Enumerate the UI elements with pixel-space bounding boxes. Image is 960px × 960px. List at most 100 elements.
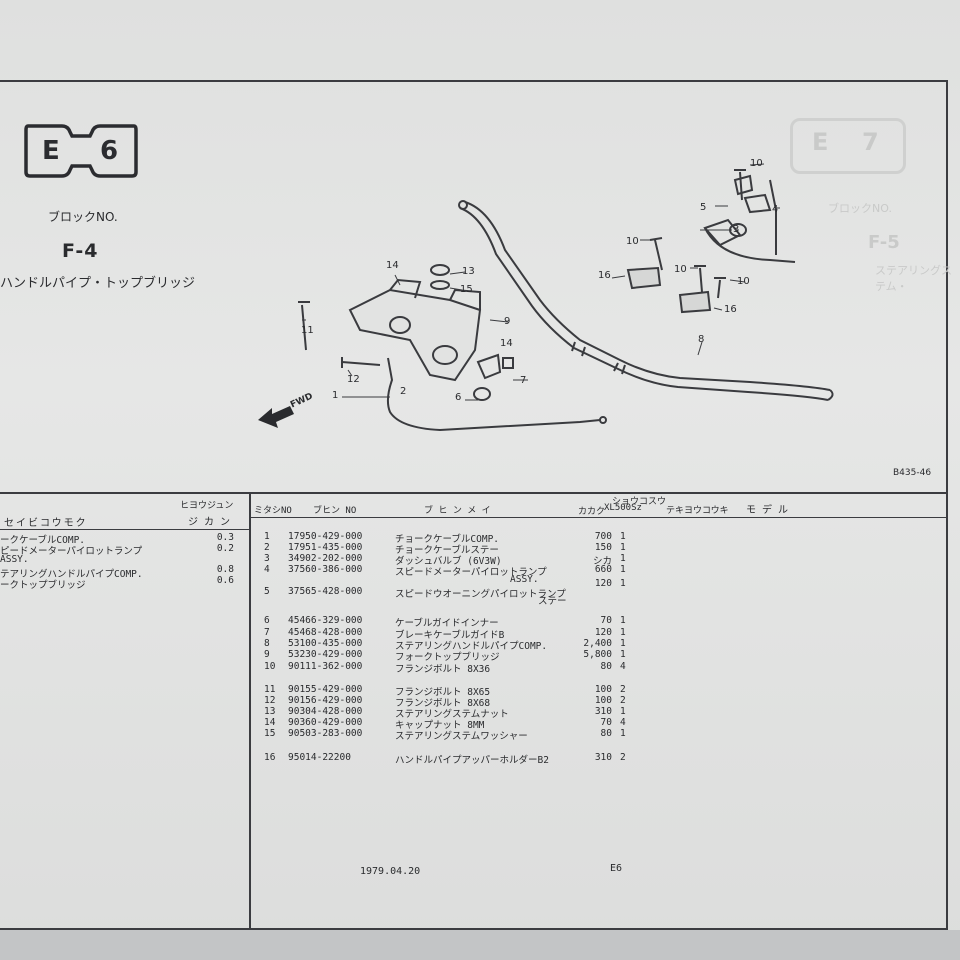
- callout-2: 2: [400, 386, 407, 397]
- callout-13: 13: [462, 266, 475, 277]
- callout-11: 11: [301, 325, 314, 336]
- row-part-no: 53100-435-000: [288, 638, 363, 649]
- row-part-no: 17951-435-000: [288, 542, 363, 553]
- row-name: スピードメーターパイロットランプ: [395, 567, 547, 578]
- row-name: ステアリングステムワッシャー: [395, 731, 528, 742]
- callout-3: 3: [733, 224, 740, 235]
- handlebar-diagram-icon: [258, 163, 834, 432]
- row-price: 80: [600, 661, 612, 672]
- row-name: ダッシュバルブ (6V3W): [395, 556, 502, 567]
- row-price: 310: [594, 706, 612, 717]
- row-price: 120: [594, 578, 612, 589]
- block-title: ハンドルパイプ・トップブリッジ: [0, 276, 196, 291]
- row-name: ASSY.: [510, 574, 539, 585]
- header-no: ミタシNO: [254, 506, 292, 516]
- row-no: 12: [264, 695, 276, 706]
- row-part-no: 45468-428-000: [288, 627, 363, 638]
- header-model-col: モ デ ル: [746, 505, 789, 516]
- row-qty: 1: [620, 578, 626, 589]
- row-qty: 1: [620, 638, 626, 649]
- row-price: 70: [600, 717, 612, 728]
- row-name: チョークケーブルCOMP.: [395, 534, 500, 545]
- section-badge-letter: E: [42, 136, 60, 166]
- row-qty: 2: [620, 695, 626, 706]
- figure-ref: B435-46: [893, 468, 932, 478]
- row-no: 5: [264, 586, 270, 597]
- row-no: 13: [264, 706, 276, 717]
- row-no: 14: [264, 717, 276, 728]
- row-name: ケーブルガイドインナー: [395, 618, 499, 629]
- callout-6: 6: [455, 392, 462, 403]
- row-no: 3: [264, 553, 270, 564]
- left-row-item: ピードメーターパイロットランプ: [0, 546, 143, 557]
- section-badge-number: 6: [100, 136, 119, 166]
- row-qty: 1: [620, 553, 626, 564]
- row-no: 1: [264, 531, 270, 542]
- left-header-time-1: ヒヨウジュン: [180, 501, 234, 511]
- header-part-no: ブヒン NO: [313, 506, 357, 516]
- callout-10d: 10: [737, 276, 750, 287]
- row-price: 80: [600, 728, 612, 739]
- row-no: 2: [264, 542, 270, 553]
- row-qty: 2: [620, 752, 626, 763]
- row-name: キャップナット 8MM: [395, 720, 485, 731]
- row-price: 120: [594, 627, 612, 638]
- callout-5: 5: [700, 202, 707, 213]
- callout-16b: 16: [724, 304, 737, 315]
- row-price: 310: [594, 752, 612, 763]
- row-name: チョークケーブルステー: [395, 545, 499, 556]
- row-no: 4: [264, 564, 270, 575]
- row-name: フランジボルト 8X68: [395, 698, 491, 709]
- page-shadow: [0, 930, 960, 960]
- left-header-time-2: ジ カ ン: [188, 517, 231, 528]
- row-qty: 2: [620, 684, 626, 695]
- left-row-time: 0.8: [216, 564, 234, 575]
- row-no: 7: [264, 627, 270, 638]
- header-qty-top: ショウコスウ: [612, 497, 667, 507]
- ghost-badge-left: E: [812, 128, 829, 156]
- row-part-no: 95014-22200: [288, 752, 351, 763]
- callout-7: 7: [520, 375, 527, 386]
- left-row-item: ークケーブルCOMP.: [0, 535, 86, 546]
- row-part-no: 90304-428-000: [288, 706, 363, 717]
- row-part-no: 34902-202-000: [288, 553, 363, 564]
- row-no: 6: [264, 615, 270, 626]
- callout-12: 12: [347, 374, 360, 385]
- row-qty: 1: [620, 728, 626, 739]
- row-part-no: 37560-386-000: [288, 564, 363, 575]
- right-header-rule: [250, 517, 946, 518]
- section-badge: E 6: [22, 122, 140, 180]
- page-frame: [0, 80, 948, 930]
- left-row-time: 0.3: [216, 532, 234, 543]
- row-no: 8: [264, 638, 270, 649]
- callout-14b: 14: [500, 338, 513, 349]
- callout-14a: 14: [386, 260, 399, 271]
- row-price: 70: [600, 615, 612, 626]
- row-price: 150: [594, 542, 612, 553]
- header-price: カカク: [578, 507, 606, 517]
- callout-15: 15: [460, 284, 473, 295]
- callout-10c: 10: [674, 264, 687, 275]
- row-qty: 1: [620, 531, 626, 542]
- table-top-rule: [0, 492, 946, 494]
- left-row-time: 0.6: [216, 575, 234, 586]
- row-part-no: 90111-362-000: [288, 661, 363, 672]
- block-label: ブロックNO.: [48, 210, 118, 224]
- row-price: 100: [594, 695, 612, 706]
- left-row-item: テアリングハンドルパイプCOMP.: [0, 569, 143, 580]
- exploded-diagram: FWD 1 2 3 4 5 6 7 8 9 10 10 10 10 11 12 …: [250, 150, 940, 480]
- left-row-time: 0.2: [216, 543, 234, 554]
- row-name: ステー: [538, 596, 567, 607]
- row-part-no: 90503-283-000: [288, 728, 363, 739]
- row-name: フランジボルト 8X36: [395, 664, 491, 675]
- row-price: 100: [594, 684, 612, 695]
- row-qty: 1: [620, 627, 626, 638]
- header-model: XL500Sz: [604, 503, 642, 513]
- row-name: フランジボルト 8X65: [395, 687, 491, 698]
- ghost-badge-right: 7: [862, 128, 879, 156]
- row-price: 700: [594, 531, 612, 542]
- row-part-no: 90155-429-000: [288, 684, 363, 695]
- header-note: テキヨウコウキ: [666, 506, 729, 516]
- row-part-no: 90156-429-000: [288, 695, 363, 706]
- ghost-block-label: ブロックNO.: [828, 202, 892, 215]
